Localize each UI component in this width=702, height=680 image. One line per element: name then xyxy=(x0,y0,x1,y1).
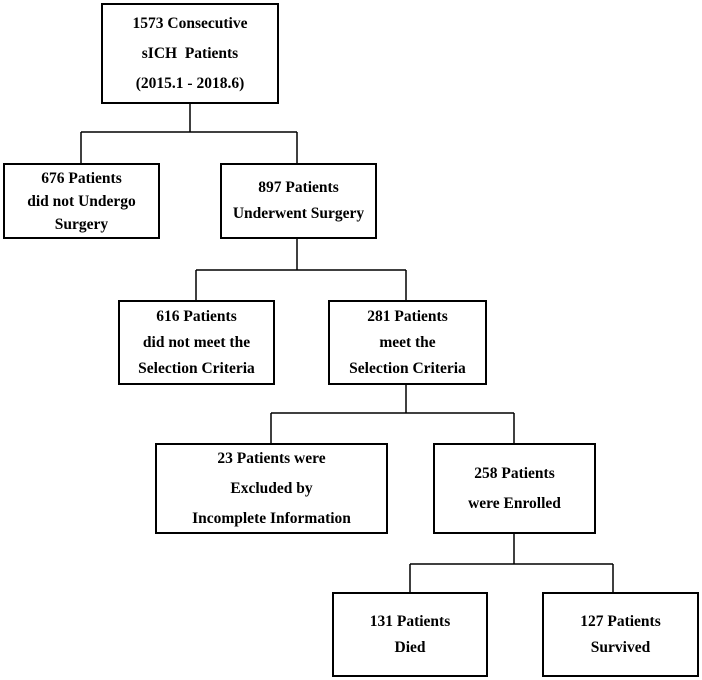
box-enrolled: 258 Patients were Enrolled xyxy=(433,443,596,534)
box-line: Selection Criteria xyxy=(349,359,466,377)
box-excluded-incomplete: 23 Patients were Excluded by Incomplete … xyxy=(155,443,388,534)
box-line: sICH Patients xyxy=(141,44,239,62)
box-line: 676 Patients xyxy=(41,169,122,187)
box-line: 1573 Consecutive xyxy=(132,14,248,32)
box-line: 897 Patients xyxy=(258,179,339,196)
box-underwent-surgery: 897 Patients Underwent Surgery xyxy=(220,163,377,239)
box-line: Survived xyxy=(590,638,651,656)
box-not-meet-criteria: 616 Patients did not meet the Selection … xyxy=(118,300,275,385)
box-line: Died xyxy=(394,638,426,656)
box-line: 127 Patients xyxy=(580,612,661,630)
box-line: (2015.1 - 2018.6) xyxy=(135,74,245,92)
box-line: Underwent Surgery xyxy=(232,205,365,222)
box-died: 131 Patients Died xyxy=(332,592,488,677)
box-meet-criteria: 281 Patients meet the Selection Criteria xyxy=(328,300,487,385)
box-line: did not meet the xyxy=(142,333,251,351)
box-line: did not Undergo xyxy=(27,192,136,210)
box-line: were Enrolled xyxy=(468,494,561,512)
box-line: Selection Criteria xyxy=(138,359,255,377)
box-line: Surgery xyxy=(54,215,109,233)
box-survived: 127 Patients Survived xyxy=(542,592,699,677)
box-line: 131 Patients xyxy=(369,612,451,630)
box-line: 281 Patients xyxy=(367,307,448,325)
box-line: 616 Patients xyxy=(156,307,237,325)
box-no-surgery: 676 Patients did not Undergo Surgery xyxy=(3,163,160,239)
box-line: 258 Patients xyxy=(474,464,555,482)
box-line: Incomplete Information xyxy=(192,509,351,527)
box-line: 23 Patients were xyxy=(217,449,326,467)
box-total-patients: 1573 Consecutive sICH Patients (2015.1 -… xyxy=(101,3,279,104)
box-line: meet the xyxy=(379,333,436,351)
box-line: Excluded by xyxy=(230,479,313,497)
